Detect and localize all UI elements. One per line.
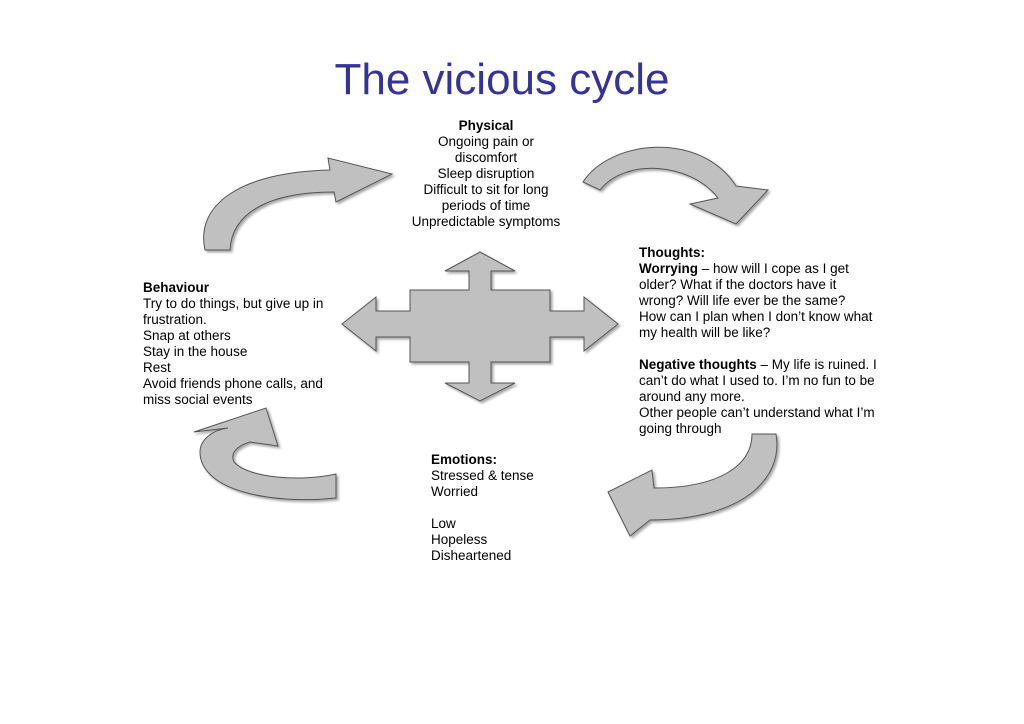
behaviour-line: Rest — [143, 360, 171, 375]
curved-arrow-bottom-left — [193, 407, 337, 501]
worrying-line: my health will be like? — [639, 325, 771, 340]
physical-block: Physical Ongoing pain or discomfort Slee… — [380, 118, 592, 230]
emotions-line: Low — [431, 516, 456, 531]
paragraph-gap — [639, 341, 909, 357]
negative-line: can’t do what I used to. I’m no fun to b… — [639, 373, 875, 388]
worrying-line: How can I plan when I don’t know what — [639, 309, 873, 324]
worrying-first-line: Worrying – how will I cope as I get — [639, 261, 909, 277]
negative-line: Other people can’t understand what I’m — [639, 405, 875, 420]
emotions-line: Stressed & tense — [431, 468, 534, 483]
worrying-line: wrong? Will life ever be the same? — [639, 293, 846, 308]
behaviour-line: Try to do things, but give up in — [143, 296, 324, 311]
behaviour-line: Stay in the house — [143, 344, 248, 359]
behaviour-heading: Behaviour — [143, 280, 210, 295]
four-way-arrow — [341, 251, 619, 402]
physical-heading: Physical — [458, 118, 514, 133]
negative-label: Negative thoughts — [639, 357, 757, 372]
emotions-line: Hopeless — [431, 532, 488, 547]
physical-line: discomfort — [454, 150, 518, 165]
negative-line: around any more. — [639, 389, 745, 404]
physical-line: Ongoing pain or — [437, 134, 535, 149]
worrying-line: older? What if the doctors have it — [639, 277, 837, 292]
behaviour-line: Avoid friends phone calls, and — [143, 376, 323, 391]
physical-line: periods of time — [441, 198, 531, 213]
negative-first-text: – My life is ruined. I — [756, 357, 877, 372]
paragraph-gap — [431, 500, 591, 516]
behaviour-line: frustration. — [143, 312, 207, 327]
curved-arrow-top-left — [203, 157, 394, 251]
curved-arrow-bottom-right — [607, 433, 778, 537]
curved-arrow-top-right — [582, 146, 770, 225]
behaviour-line: miss social events — [143, 392, 253, 407]
thoughts-block: Thoughts: Worrying – how will I cope as … — [639, 245, 909, 437]
emotions-heading: Emotions: — [431, 452, 497, 467]
worrying-label: Worrying — [639, 261, 699, 276]
emotions-line: Disheartened — [431, 548, 512, 563]
emotions-line: Worried — [431, 484, 479, 499]
negative-first-line: Negative thoughts – My life is ruined. I — [639, 357, 909, 373]
behaviour-line: Snap at others — [143, 328, 231, 343]
behaviour-block: Behaviour Try to do things, but give up … — [143, 280, 363, 408]
emotions-block: Emotions: Stressed & tense Worried Low H… — [431, 452, 591, 564]
physical-line: Sleep disruption — [437, 166, 535, 181]
physical-line: Unpredictable symptoms — [411, 214, 561, 229]
page-title: The vicious cycle — [334, 55, 670, 104]
negative-line: going through — [639, 421, 722, 436]
thoughts-heading: Thoughts: — [639, 245, 705, 260]
physical-line: Difficult to sit for long — [423, 182, 549, 197]
worrying-first-text: – how will I cope as I get — [698, 261, 849, 276]
